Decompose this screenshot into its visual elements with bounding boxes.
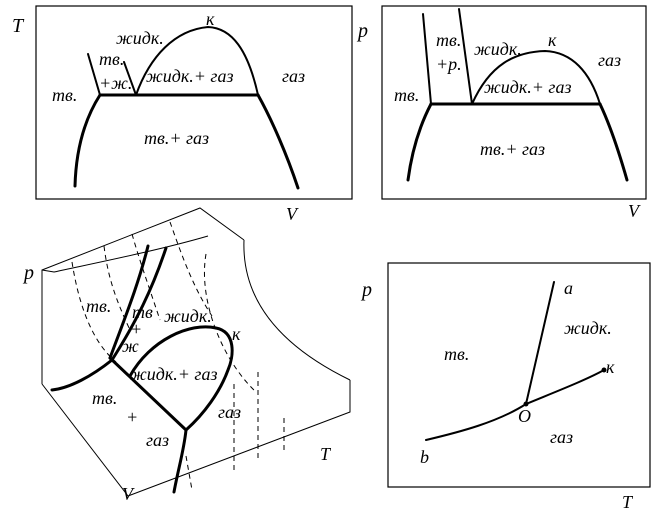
surface-label-solid-liquid-1: тв [132, 302, 153, 322]
surface-back-right-profile [243, 239, 351, 381]
tv-label-solid-liquid-1: тв. [99, 49, 124, 69]
pv-gas-branch-curve [598, 102, 629, 182]
tv-solid-branch-curve [73, 93, 102, 188]
surface-label-gas: газ [218, 402, 241, 422]
panel-tv-frame [35, 5, 353, 200]
pv-label-solid: тв. [394, 85, 419, 105]
tv-label-gas: газ [282, 66, 305, 86]
surface-front-bottom-edge [127, 380, 351, 497]
tv-gas-branch-curve [256, 93, 300, 190]
pv-solid-liquid-left-line [422, 13, 432, 105]
surface-gas-edge [172, 428, 188, 494]
tv-solid-liquid-right-line [123, 61, 137, 96]
pt-melting-curve [525, 281, 555, 405]
tv-label-solid: тв. [52, 85, 77, 105]
surface-label-solid-liquid-2: + [130, 319, 142, 339]
surface-triple-line [108, 356, 188, 432]
surface-top-front-rim [41, 235, 209, 273]
pt-label-b: b [420, 447, 429, 467]
panel-pv: p V тв. тв. +р. жидк. к жидк.+ газ газ т… [356, 5, 647, 221]
surface-label-solid-gas-1: тв. [92, 388, 117, 408]
tv-label-critical: к [206, 9, 215, 29]
surface-label-solid-liquid-3: ж [122, 336, 139, 356]
surface-solid-liquid-left-line [108, 244, 150, 360]
panel-pt-frame [387, 262, 651, 488]
surface-label-solid-gas-3: газ [146, 430, 169, 450]
pv-label-solid-liquid-2: +р. [436, 54, 462, 74]
panel-pt-axis-y: p [360, 279, 372, 301]
tv-label-liquid: жидк. [116, 28, 164, 48]
surface-axis-p: p [22, 262, 34, 284]
surface-isotherm-2 [103, 245, 131, 331]
pv-solid-liquid-right-line [458, 8, 473, 105]
tv-label-solid-gas: тв.+ газ [144, 128, 209, 148]
panel-pt-axis-x: T [622, 492, 634, 512]
pt-label-solid: тв. [444, 344, 469, 364]
panel-pt: p T a b к O тв. жидк. газ [360, 262, 651, 512]
pt-label-o: O [518, 406, 531, 426]
panel-pv-axis-x: V [628, 201, 641, 221]
pt-label-liquid: жидк. [564, 318, 612, 338]
pt-vaporization-curve [525, 369, 605, 405]
tv-label-solid-liquid-2: +ж. [99, 73, 132, 93]
surface-axis-v: V [122, 484, 135, 504]
pt-label-a: a [564, 278, 573, 298]
pv-label-liquid: жидк. [474, 39, 522, 59]
tv-solid-liquid-left-line [87, 53, 101, 96]
surface-isotherm-3 [131, 233, 161, 321]
pt-label-gas: газ [550, 427, 573, 447]
surface-top-left-edges [41, 207, 245, 384]
panel-pv-frame [381, 5, 647, 200]
panel-tv-axis-x: V [286, 204, 299, 224]
pv-coexistence-dome [471, 50, 601, 105]
panel-pv-axis-y: p [356, 20, 368, 42]
pt-critical-point [601, 367, 607, 373]
surface-label-liquid: жидк. [164, 306, 212, 326]
surface-isotherm-1 [71, 261, 117, 363]
surface-solid-edge [50, 358, 114, 392]
pv-solid-branch-curve [406, 102, 433, 182]
panel-surface3d: p T V тв. тв + ж жидк. к жидк.+ газ газ [22, 207, 351, 504]
surface-solid-liquid-right-line [110, 246, 168, 362]
tv-label-liquid-gas: жидк.+ газ [146, 66, 233, 86]
surface-isotherm-9 [185, 455, 193, 491]
pt-triple-point [523, 401, 529, 407]
surface-label-critical: к [232, 324, 241, 344]
surface-front-left-edge [41, 383, 129, 497]
surface-label-solid-gas-2: + [126, 407, 138, 427]
tv-coexistence-dome [135, 26, 259, 96]
surface-label-liquid-gas: жидк.+ газ [130, 364, 217, 384]
surface-coexistence-dome [128, 325, 234, 432]
surface-label-solid: тв. [86, 296, 111, 316]
pv-label-solid-gas: тв.+ газ [480, 139, 545, 159]
panel-tv-axis-y: T [12, 15, 25, 37]
pt-sublimation-curve [425, 403, 527, 441]
pt-label-k: к [606, 357, 615, 377]
panel-tv: T V тв. тв. +ж. жидк. к жидк.+ газ газ т… [12, 5, 353, 224]
pv-label-critical: к [548, 30, 557, 50]
surface-axis-t: T [320, 444, 332, 464]
surface-isotherm-4 [169, 221, 213, 317]
pv-label-gas: газ [598, 50, 621, 70]
pv-label-solid-liquid-1: тв. [436, 30, 461, 50]
pv-label-liquid-gas: жидк.+ газ [484, 77, 571, 97]
